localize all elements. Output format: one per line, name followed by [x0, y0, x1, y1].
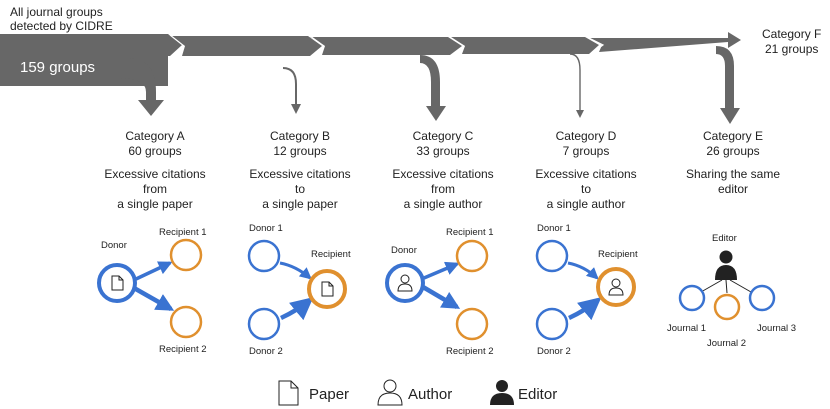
category-d-desc-1: Excessive citations	[535, 167, 636, 181]
legend-paper-label: Paper	[309, 386, 349, 403]
diagram-c: Donor Recipient 1 Recipient 2	[385, 227, 494, 357]
flow-branch-b	[282, 67, 301, 114]
citation-arrow	[132, 286, 175, 311]
category-c-desc-3: a single author	[404, 197, 483, 211]
category-f-title: Category F	[762, 27, 821, 41]
category-d-desc-2: to	[581, 182, 591, 196]
category-b-desc-1: Excessive citations	[249, 167, 350, 181]
category-a-desc-1: Excessive citations	[104, 167, 205, 181]
donor-node	[247, 307, 281, 341]
editor-icon	[715, 250, 737, 280]
source-label-line1: All journal groups	[10, 5, 103, 19]
category-e-desc-2: editor	[718, 182, 748, 196]
journal-node	[713, 293, 741, 321]
donor-1-label: Donor 1	[249, 223, 283, 234]
legend: Paper Author Editor	[278, 379, 557, 406]
category-e-count: 26 groups	[706, 144, 759, 158]
flow-branch-d	[569, 53, 584, 118]
diagram-a: Donor Recipient 1 Recipient 2	[97, 227, 207, 355]
recipient-node	[455, 307, 489, 341]
flow-branch-a	[118, 58, 164, 116]
recipient-label: Recipient	[311, 249, 351, 260]
paper-icon	[111, 275, 124, 291]
legend-author-label: Author	[408, 386, 452, 403]
category-b-title: Category B	[270, 129, 330, 143]
category-c-desc-2: from	[431, 182, 455, 196]
category-d-title: Category D	[556, 129, 617, 143]
total-groups: 159 groups	[20, 59, 95, 76]
legend-editor-label: Editor	[518, 386, 557, 403]
flow-branch-e	[716, 46, 740, 124]
category-b-count: 12 groups	[273, 144, 326, 158]
citation-arrow	[280, 297, 314, 321]
citation-arrow	[279, 261, 312, 280]
category-a-title: Category A	[125, 129, 184, 143]
editor-icon	[490, 380, 514, 405]
category-b-desc-2: to	[295, 182, 305, 196]
donor-1-label: Donor 1	[537, 223, 571, 234]
editor-links	[700, 279, 752, 294]
journal-2-label: Journal 2	[707, 338, 746, 349]
citation-arrow	[568, 297, 602, 321]
flow-band	[0, 32, 741, 86]
category-a-desc-3: a single paper	[117, 197, 192, 211]
journal-3-label: Journal 3	[757, 323, 796, 334]
journal-node	[678, 284, 706, 312]
category-a-count: 60 groups	[128, 144, 181, 158]
recipient-node	[169, 238, 203, 272]
journal-node	[748, 284, 776, 312]
author-icon	[377, 379, 403, 406]
category-d-count: 7 groups	[563, 144, 610, 158]
citation-arrow	[423, 261, 460, 280]
donor-node	[247, 239, 281, 273]
citation-arrow	[135, 261, 173, 281]
recipient-2-label: Recipient 2	[446, 346, 494, 357]
category-a-desc-2: from	[143, 182, 167, 196]
category-f-count: 21 groups	[765, 42, 818, 56]
author-icon	[397, 274, 413, 292]
donor-2-label: Donor 2	[249, 346, 283, 357]
editor-label: Editor	[712, 233, 737, 244]
category-d-desc-3: a single author	[547, 197, 626, 211]
category-c-desc-1: Excessive citations	[392, 167, 493, 181]
author-icon	[608, 278, 624, 296]
donor-node	[535, 307, 569, 341]
recipient-label: Recipient	[598, 249, 638, 260]
category-b-desc-3: a single paper	[262, 197, 337, 211]
recipient-1-label: Recipient 1	[159, 227, 207, 238]
category-e-desc-1: Sharing the same	[686, 167, 780, 181]
donor-label: Donor	[101, 240, 127, 251]
recipient-2-label: Recipient 2	[159, 344, 207, 355]
donor-2-label: Donor 2	[537, 346, 571, 357]
recipient-node	[169, 305, 203, 339]
category-c-title: Category C	[413, 129, 474, 143]
paper-icon	[278, 380, 299, 406]
source-label-line2: detected by CIDRE	[10, 19, 113, 33]
paper-icon	[321, 281, 334, 297]
recipient-1-label: Recipient 1	[446, 227, 494, 238]
recipient-node	[455, 239, 489, 273]
citation-arrow	[421, 285, 461, 309]
diagram-e: Editor Journal 1 Journal 2 Journal 3	[667, 233, 796, 349]
donor-node	[535, 239, 569, 273]
flow-branch-c	[420, 55, 446, 121]
citation-arrow	[567, 261, 599, 280]
diagram-b: Donor 1 Recipient Donor 2	[247, 223, 351, 357]
category-e-title: Category E	[703, 129, 763, 143]
diagram-d: Donor 1 Recipient Donor 2	[535, 223, 638, 357]
category-c-count: 33 groups	[416, 144, 469, 158]
journal-1-label: Journal 1	[667, 323, 706, 334]
donor-label: Donor	[391, 245, 417, 256]
